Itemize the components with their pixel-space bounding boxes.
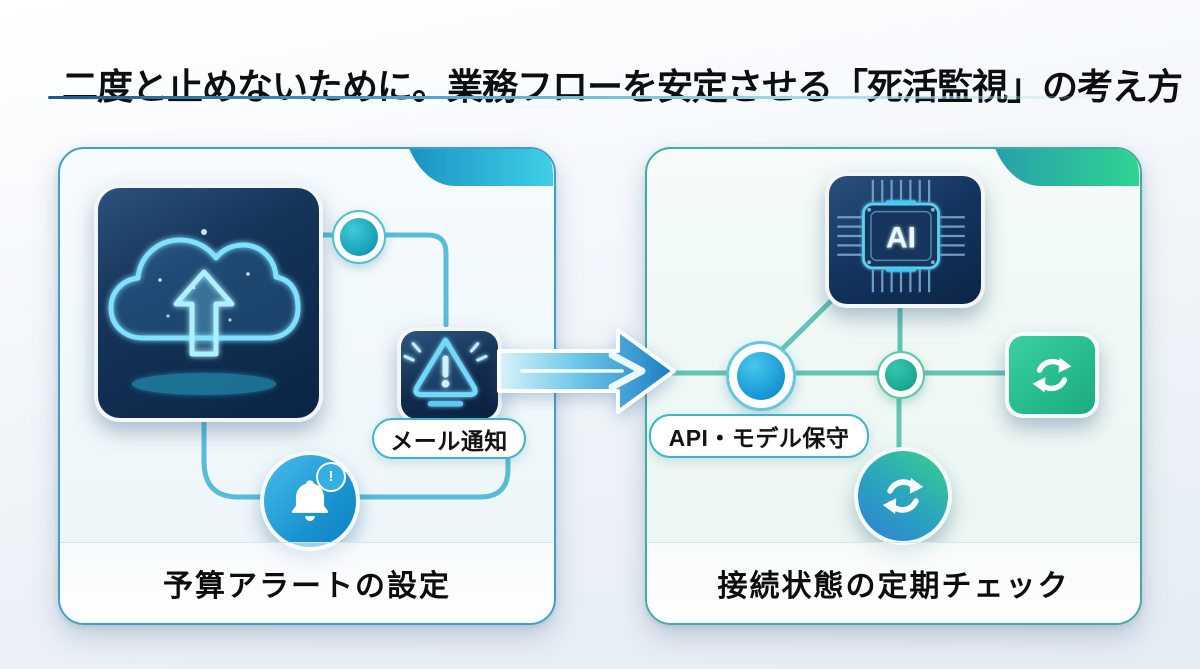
budget-alert-panel: メール通知 ! 予算アラートの設定 xyxy=(58,147,556,625)
connector-node xyxy=(332,210,386,264)
connector-lines-left xyxy=(201,232,511,500)
sync-glyph xyxy=(882,478,924,514)
sync-square-icon xyxy=(1005,332,1099,418)
bell-glyph xyxy=(291,480,329,522)
corner-accent-right xyxy=(995,149,1139,186)
flow-arrow-icon xyxy=(497,328,676,414)
title-underline xyxy=(48,96,1152,99)
page-title: 二度と止めないために。業務フローを安定させる「死活監視」の考え方 xyxy=(62,66,1183,108)
right-caption-strip: 接続状態の定期チェック xyxy=(647,542,1140,623)
left-caption: 予算アラートの設定 xyxy=(163,570,451,603)
warning-alert-icon xyxy=(397,327,502,423)
right-caption: 接続状態の定期チェック xyxy=(717,570,1070,603)
ai-chip-label: AI xyxy=(886,221,916,254)
node-dot xyxy=(885,359,917,391)
node-dot xyxy=(737,352,785,400)
health-check-panel: AI API・モデル保守 xyxy=(645,147,1142,625)
sync-glyph xyxy=(1032,357,1072,393)
mail-notification-text: メール通知 xyxy=(390,427,508,454)
cloud-upload-icon xyxy=(94,184,323,422)
alert-badge: ! xyxy=(316,462,346,492)
sync-circle-icon xyxy=(854,447,952,545)
connector-node-primary xyxy=(726,341,796,411)
api-maintenance-text: API・モデル保守 xyxy=(668,425,850,451)
connector-node-secondary xyxy=(877,351,925,399)
corner-accent-left xyxy=(409,149,553,186)
ai-chip-icon: AI xyxy=(825,172,985,308)
left-caption-strip: 予算アラートの設定 xyxy=(60,542,554,623)
bell-notification-icon: ! xyxy=(260,451,360,551)
node-dot xyxy=(340,218,378,256)
api-maintenance-label: API・モデル保守 xyxy=(649,414,869,458)
mail-notification-label: メール通知 xyxy=(372,418,526,459)
